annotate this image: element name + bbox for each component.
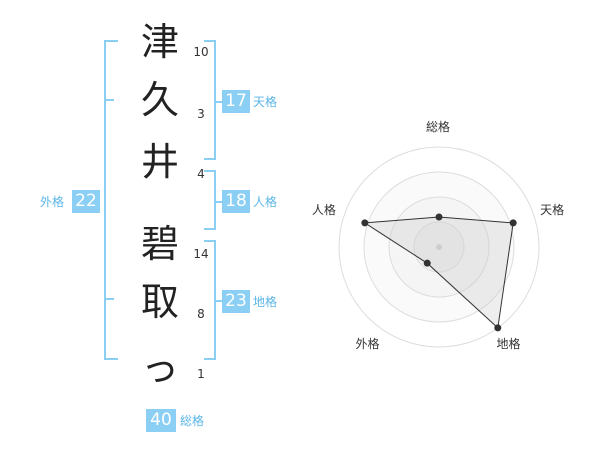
chikaku-value-badge: 23 <box>222 290 250 313</box>
soukaku-label: 総格 <box>180 414 205 428</box>
jinkaku-bracket-connector <box>214 201 222 203</box>
gaikaku-label: 外格 <box>40 195 65 209</box>
jinkaku-bracket-top <box>204 170 216 172</box>
jinkaku-value-badge: 18 <box>222 190 250 213</box>
name-char-3: 井 <box>140 140 179 184</box>
tenkaku-label: 天格 <box>253 95 278 109</box>
jinkaku-label: 人格 <box>253 195 278 209</box>
tenkaku-bracket-vertical <box>214 40 216 160</box>
radar-point-3 <box>494 324 502 332</box>
radar-axis-label-3: 地格 <box>496 337 521 352</box>
name-char-6: っ <box>140 346 179 390</box>
radar-axis-label-5: 人格 <box>311 202 336 217</box>
chikaku-bracket-top <box>204 240 216 242</box>
name-char-4: 碧 <box>140 222 179 266</box>
stroke-count-1: 10 <box>193 45 209 59</box>
tenkaku-bracket-bottom <box>204 158 216 160</box>
jinkaku-bracket-bottom <box>204 228 216 230</box>
radar-axis-label-4: 外格 <box>355 337 380 352</box>
radar-center <box>436 244 442 250</box>
jinkaku-bracket-vertical <box>214 170 216 230</box>
radar-series-shape <box>363 216 514 329</box>
tenkaku-bracket-top <box>204 40 216 42</box>
radar-point-4 <box>423 259 431 267</box>
gaikaku-bracket-tick-1 <box>104 99 114 101</box>
radar-axis-label-1: 総格 <box>426 120 451 134</box>
stroke-count-5: 8 <box>197 307 205 321</box>
radar-axis-label-2: 天格 <box>540 202 565 217</box>
gaikaku-bracket-bottom <box>104 358 118 360</box>
tenkaku-bracket-connector <box>214 101 222 103</box>
chikaku-label: 地格 <box>253 295 278 309</box>
chikaku-bracket-bottom <box>204 358 216 360</box>
gaikaku-bracket-top <box>104 40 118 42</box>
chikaku-bracket-connector <box>214 300 222 302</box>
radar-point-2 <box>509 219 517 227</box>
stroke-count-3: 4 <box>197 167 205 181</box>
name-char-2: 久 <box>140 78 179 122</box>
stroke-count-6: 1 <box>197 367 205 381</box>
stroke-count-4: 14 <box>193 247 209 261</box>
stroke-count-2: 3 <box>197 107 205 121</box>
gaikaku-bracket-tick-2 <box>104 298 114 300</box>
gaikaku-value-badge: 22 <box>72 190 100 213</box>
soukaku-value-badge: 40 <box>146 409 176 432</box>
radar-point-1 <box>435 213 443 221</box>
name-char-1: 津 <box>140 20 179 64</box>
radar-point-5 <box>361 219 369 227</box>
tenkaku-value-badge: 17 <box>222 90 250 113</box>
gaikaku-bracket-vertical <box>104 40 106 360</box>
name-char-5: 取 <box>140 280 179 324</box>
